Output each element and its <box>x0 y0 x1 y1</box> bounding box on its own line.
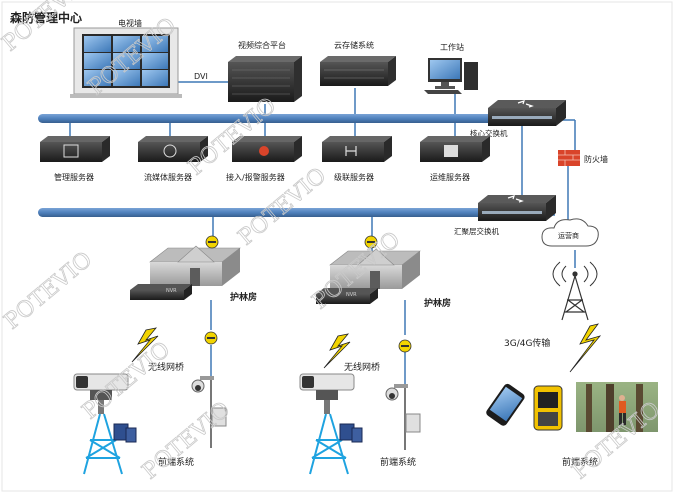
aggregation-switch-label: 汇聚层交换机 <box>454 226 499 236</box>
core-network-bus <box>38 114 530 123</box>
nvr-label-right: NVR <box>346 292 357 298</box>
server-label-access-alarm: 接入/报警服务器 <box>226 172 285 182</box>
aggregation-switch-device <box>478 195 556 221</box>
front-end-label-right: 前端系统 <box>562 456 598 468</box>
forest-house-label-left: 护林房 <box>230 291 257 303</box>
solar-panel-middle <box>339 423 363 443</box>
forest-house-left <box>149 245 241 286</box>
server-cascade <box>322 136 392 162</box>
server-operations <box>420 136 490 162</box>
cell-tower-icon <box>552 261 598 321</box>
video-platform-label: 视频综合平台 <box>238 40 286 50</box>
tower-middle <box>309 413 349 475</box>
server-label-management: 管理服务器 <box>54 172 94 182</box>
core-switch-label: 核心交换机 <box>470 128 508 138</box>
connector-badges <box>204 235 412 353</box>
video-wall-label: 电视墙 <box>118 18 142 28</box>
video-platform-device <box>228 56 302 102</box>
operator-cloud-icon <box>541 218 599 247</box>
server-label-operations: 运维服务器 <box>430 172 470 182</box>
lightning-icon-middle <box>323 333 351 369</box>
nvr-label-left: NVR <box>166 288 177 294</box>
transmission-label: 3G/4G传输 <box>504 337 550 349</box>
dome-camera-left <box>191 376 227 448</box>
lightning-icon-right <box>569 323 602 373</box>
wireless-bridge-label-left: 无线网桥 <box>148 361 184 373</box>
tower-left <box>83 413 123 475</box>
cloud-storage-device <box>320 56 396 86</box>
workstation-label: 工作站 <box>440 42 464 52</box>
ptz-camera-left <box>73 373 129 414</box>
workstation-computer <box>424 58 478 94</box>
handheld-terminal-icon <box>533 385 563 431</box>
front-end-label-left: 前端系统 <box>158 456 194 468</box>
firewall-label: 防火墙 <box>584 154 608 164</box>
front-end-label-middle: 前端系统 <box>380 456 416 468</box>
cloud-storage-label: 云存储系统 <box>334 40 374 50</box>
server-access-alarm <box>232 136 302 162</box>
nvr-device-right <box>316 288 378 304</box>
aggregation-network-bus <box>38 208 498 217</box>
solar-panel-left <box>113 423 137 443</box>
field-ranger-photo <box>576 382 658 432</box>
server-label-cascade: 级联服务器 <box>334 172 374 182</box>
smartphone-icon <box>486 383 525 426</box>
dome-camera-middle <box>385 384 421 450</box>
operator-label: 运营商 <box>558 231 579 240</box>
server-management <box>40 136 110 162</box>
ptz-camera-middle <box>299 373 355 414</box>
dvi-label: DVI <box>194 72 208 81</box>
core-switch-device <box>488 100 566 126</box>
wireless-bridge-label-middle: 无线网桥 <box>344 361 380 373</box>
nvr-device-left <box>130 284 192 300</box>
server-streaming <box>138 136 208 162</box>
server-label-streaming: 流媒体服务器 <box>144 172 192 182</box>
lightning-icon-left <box>131 327 159 363</box>
page-title: 森防管理中心 <box>10 10 82 25</box>
forest-house-right <box>329 248 421 289</box>
firewall-icon <box>558 150 580 166</box>
video-wall <box>70 27 182 98</box>
forest-house-label-right: 护林房 <box>424 297 451 309</box>
